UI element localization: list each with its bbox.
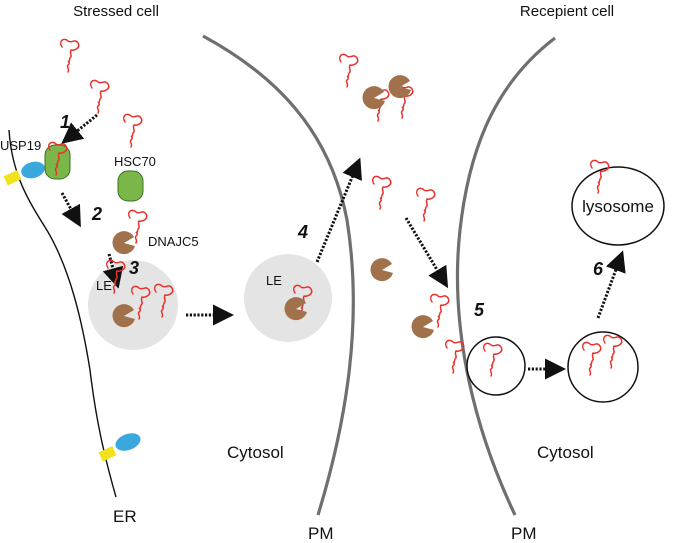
- lysosome-label: lysosome: [582, 197, 654, 216]
- arrow-step-5: [404, 217, 449, 289]
- cytosol-label-1: Cytosol: [227, 443, 284, 462]
- pm-label-2: PM: [511, 524, 537, 543]
- usp19-bottom: [115, 433, 141, 451]
- usp19-anchor-bottom: [98, 446, 117, 462]
- le-label-1: LE: [96, 278, 112, 293]
- misfolded-protein: [59, 38, 80, 73]
- arrow-step-4: [315, 157, 362, 263]
- step-4-number: 4: [297, 222, 308, 242]
- le-label-2: LE: [266, 273, 282, 288]
- misfolded-protein: [89, 79, 110, 114]
- step-2-number: 2: [91, 204, 102, 224]
- dnajc5: [370, 258, 393, 282]
- dnajc5: [112, 231, 135, 255]
- stressed-cell-title: Stressed cell: [73, 3, 159, 20]
- misfolded-protein: [338, 53, 359, 88]
- misfolded-protein: [429, 293, 450, 328]
- recipient-cell-plasma-membrane: [455, 36, 556, 516]
- misfolded-protein: [371, 175, 392, 210]
- recipient-cell-title: Recepient cell: [520, 3, 614, 20]
- er-membrane: [8, 129, 117, 498]
- misfolded-protein: [122, 113, 143, 148]
- arrow-step-3: [102, 253, 124, 289]
- arrow-step-6: [596, 250, 626, 319]
- dnajc5: [362, 86, 385, 110]
- usp19-anchor-top: [3, 170, 22, 186]
- step-1-number: 1: [60, 112, 70, 132]
- hsc70-free: [117, 170, 144, 202]
- pm-label-1: PM: [308, 524, 334, 543]
- hsc70-label: HSC70: [114, 154, 156, 169]
- stressed-cell-plasma-membrane: [202, 34, 355, 516]
- misfolded-protein: [415, 187, 436, 222]
- arrow-step-2: [60, 192, 81, 228]
- dnajc5: [411, 315, 434, 339]
- usp19-label: USP19: [0, 138, 41, 153]
- usp19-top: [21, 161, 45, 179]
- step-6-number: 6: [593, 259, 604, 279]
- endosome-recipient: [567, 331, 639, 403]
- step-5-number: 5: [474, 300, 485, 320]
- dnajc5-label: DNAJC5: [148, 234, 199, 249]
- cytosol-label-2: Cytosol: [537, 443, 594, 462]
- arrow-step-1: [61, 113, 98, 144]
- lysosome: [571, 166, 665, 246]
- er-label: ER: [113, 507, 137, 526]
- endocytic-vesicle: [466, 336, 526, 396]
- step-3-number: 3: [129, 258, 139, 278]
- late-endosome-2: [244, 254, 332, 342]
